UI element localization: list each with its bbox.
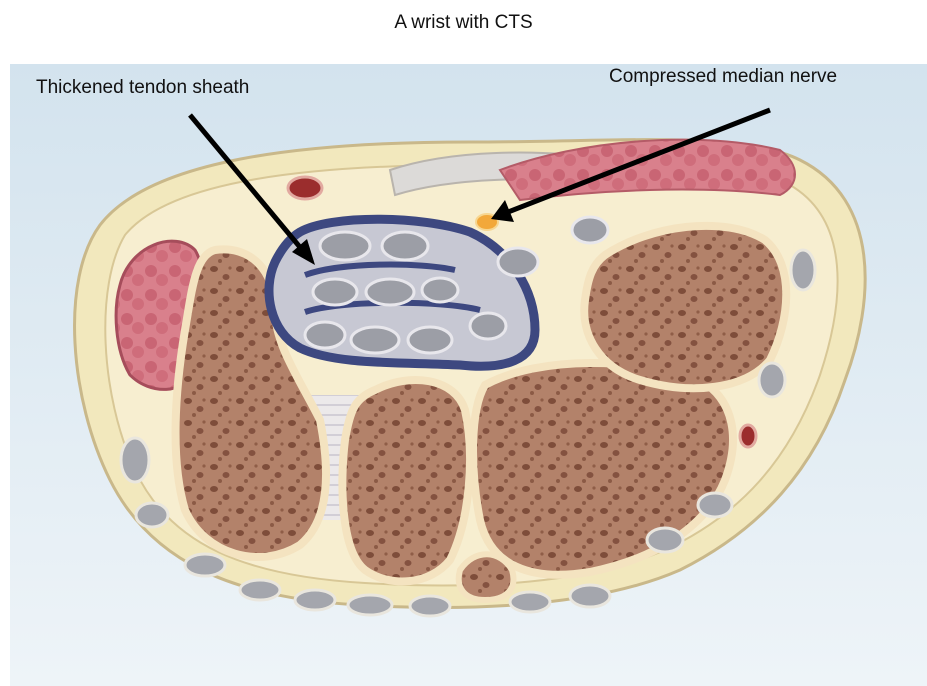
tendon [470,313,506,339]
bone-right-upper [584,226,786,388]
tendon [121,438,149,482]
tendon [698,493,732,517]
blood-vessel [288,177,322,199]
tendon [647,528,683,552]
tendon [759,363,785,397]
tendon [240,580,280,600]
tendon [136,503,168,527]
tendon [570,585,610,607]
tendon [408,327,452,353]
tendon [422,278,458,302]
blood-vessel [740,425,756,447]
tendon [351,327,399,353]
tendon [320,232,370,260]
tendon [295,590,335,610]
tendon [791,250,815,290]
tendon [348,595,392,615]
tendon [410,596,450,616]
tendon [305,322,345,348]
tendon [313,279,357,305]
tendon [572,217,608,243]
tendon [382,232,428,260]
label-compressed-median-nerve: Compressed median nerve [609,66,837,88]
tendon [366,279,414,305]
tendon [498,248,538,276]
bone-middle [342,380,470,582]
tendon [185,554,225,576]
bone-small-bottom [459,554,514,600]
label-thickened-tendon-sheath: Thickened tendon sheath [36,77,249,99]
tendon [510,592,550,612]
